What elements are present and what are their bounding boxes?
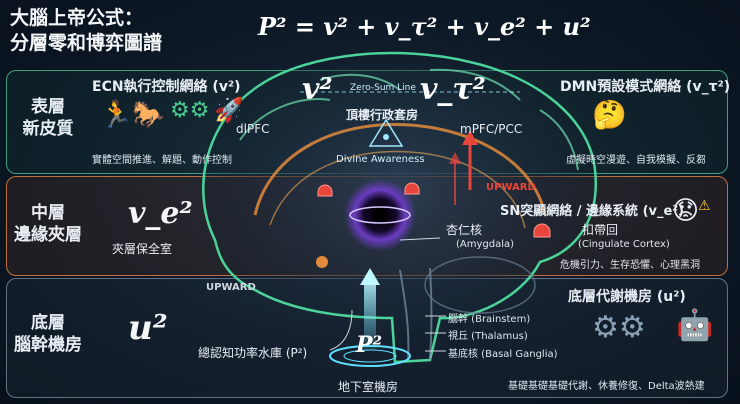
metabolism-desc: 基礎基礎基礎代謝、休養修復、Delta波熱建 xyxy=(508,381,705,392)
thalamus-label: 視丘 (Thalamus) xyxy=(448,331,528,342)
metabolism-title: 底層代謝機房 (u²) xyxy=(568,289,686,305)
ecn-desc: 實體空間推進、解題、動作控制 xyxy=(92,155,232,166)
layer-label-bottom: 底層 腦幹機房 xyxy=(10,312,86,356)
layer-top-name1: 表層 xyxy=(31,97,65,117)
formula-text: P² = v² + v_τ² + v_e² + u² xyxy=(258,12,591,41)
dmn-symbol: v_τ² xyxy=(420,72,486,107)
thinking-person-icon: 🤔 xyxy=(592,98,627,131)
layer-bottom-name1: 底層 xyxy=(31,313,65,333)
penthouse-label: 頂樓行政套房 xyxy=(346,108,419,122)
running-figures-icon: 🏃🐎 xyxy=(100,100,165,130)
basal-ganglia-label: 基底核 (Basal Ganglia) xyxy=(448,349,558,360)
robot-icon: 🤖 xyxy=(676,308,714,343)
dmn-title: DMN預設模式網絡 (v_τ²) xyxy=(560,79,731,95)
zero-sum-line-label: Zero-Sum Line xyxy=(350,83,416,93)
bottom-upward-label: UPWARD xyxy=(206,282,256,293)
layer-label-mid: 中層 邊緣夾層 xyxy=(10,202,86,246)
title-line-2: 分層零和博弈圖譜 xyxy=(10,32,163,54)
god-formula: P² = v² + v_τ² + v_e² + u² xyxy=(258,12,591,41)
gears-icon: ⚙⚙ xyxy=(170,98,210,123)
reservoir-label: 總認知功率水庫 (P²) xyxy=(198,346,308,360)
dlpfc-label: dlPFC xyxy=(236,122,270,136)
amygdala-en-label: (Amygdala) xyxy=(456,239,515,250)
cingulate-en-label: (Cingulate Cortex) xyxy=(578,239,670,250)
divine-awareness-label: Divine Awareness xyxy=(336,154,425,165)
limbic-arc xyxy=(253,122,547,216)
ecn-symbol: v² xyxy=(302,72,333,107)
brainstem-label: 腦幹 (Brainstem) xyxy=(448,314,531,325)
basement-label: 地下室機房 xyxy=(338,380,399,394)
mid-upward-label: UPWARD xyxy=(486,182,536,193)
rocket-icon: 🚀 xyxy=(214,96,244,124)
alarmed-driver-icon: 😟 xyxy=(672,196,700,226)
sn-desc: 危機引力、生存恐懼、心理黑洞 xyxy=(560,260,700,271)
basement-symbol: P² xyxy=(356,332,383,358)
limbic-symbol: v_e² xyxy=(128,196,193,231)
mpfc-pcc-label: mPFC/PCC xyxy=(460,122,523,136)
ecn-title: ECN執行控制網絡 (v²) xyxy=(92,79,241,95)
layer-mid-name2: 邊緣夾層 xyxy=(14,225,82,245)
layer-mid-name1: 中層 xyxy=(31,203,65,223)
metabolic-symbol: u² xyxy=(128,308,168,348)
dmn-desc: 虛擬時空漫遊、自我模擬、反芻 xyxy=(566,155,706,166)
sn-title: SN突顯網絡 / 邊緣系統 (v_e²) xyxy=(500,204,684,219)
amygdala-label: 杏仁核 xyxy=(446,223,483,237)
machinery-gears-icon: ⚙⚙ xyxy=(592,310,646,345)
mezzanine-security-label: 夾層保全室 xyxy=(112,242,173,256)
title-line-1: 大腦上帝公式： xyxy=(10,7,144,29)
warning-icon: ⚠ xyxy=(698,198,711,214)
cingulate-label: 扣帶回 xyxy=(582,223,619,237)
layer-top-name2: 新皮質 xyxy=(22,119,74,139)
layer-bottom-name2: 腦幹機房 xyxy=(14,335,82,355)
layer-label-top: 表層 新皮質 xyxy=(10,96,86,140)
